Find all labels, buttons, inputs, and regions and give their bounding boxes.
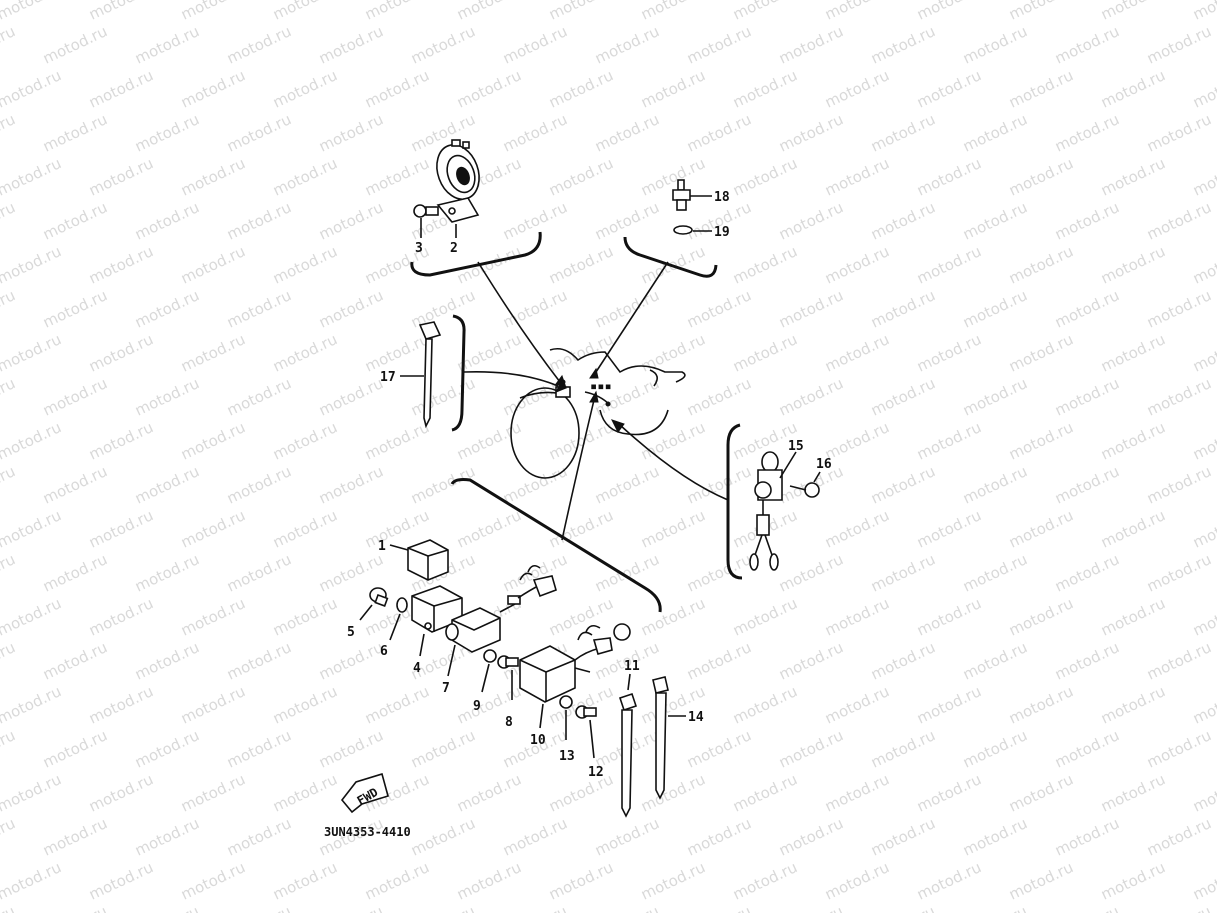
- part-label-4: 4: [413, 661, 421, 676]
- part-label-7: 7: [442, 681, 450, 696]
- fwd-arrow-icon: FWD: [340, 772, 389, 814]
- horn-group: 3 2: [410, 139, 567, 389]
- part-label-12: 12: [588, 765, 604, 780]
- cable-tie-icon: [418, 321, 442, 429]
- cdi-unit-icon: [519, 623, 631, 703]
- sensor-switch-group: 18 19: [589, 179, 730, 379]
- switch-bracket-frame: [623, 236, 718, 278]
- part-label-8: 8: [505, 715, 513, 730]
- part-label-5: 5: [347, 625, 355, 640]
- washer-icon: [559, 695, 573, 709]
- cable-tie-icon: [652, 676, 669, 800]
- part-label-16: 16: [816, 457, 832, 472]
- part-label-19: 19: [714, 225, 730, 240]
- motorcycle-outline: ▪▪▪: [510, 347, 686, 479]
- part-label-13: 13: [559, 749, 575, 764]
- part-label-6: 6: [380, 644, 388, 659]
- cable-tie-icon: [618, 692, 638, 818]
- relay-icon: [407, 539, 449, 581]
- part-label-11: 11: [624, 659, 640, 674]
- tie-bracket-frame: [451, 314, 466, 432]
- electrical-components-group: 1 4 5 6: [347, 390, 704, 818]
- bolt-icon: [575, 705, 597, 719]
- components-bracket-frame: [450, 478, 662, 613]
- washer-icon: [673, 225, 693, 235]
- part-label-14: 14: [688, 710, 704, 725]
- bolt-icon: [497, 655, 519, 669]
- svg-text:▪▪▪: ▪▪▪: [590, 379, 612, 393]
- part-label-17: 17: [380, 370, 396, 385]
- cable-tie-group-17: 17: [380, 314, 568, 432]
- bolt-icon: [413, 204, 439, 218]
- clutch-switch-icon: [749, 451, 783, 571]
- part-label-15: 15: [788, 439, 804, 454]
- screw-icon: [789, 482, 820, 498]
- diagram-code: 3UN4353-4410: [324, 825, 411, 839]
- part-label-18: 18: [714, 190, 730, 205]
- washer-icon: [396, 597, 408, 613]
- part-label-9: 9: [473, 699, 481, 714]
- regulator-icon: [445, 564, 557, 653]
- horn-bracket-part: [436, 197, 480, 223]
- clutch-switch-group: 15 16: [611, 419, 832, 580]
- washer-icon: [483, 649, 497, 663]
- bolt-icon: [369, 587, 389, 607]
- horn-bracket-frame: [410, 231, 542, 277]
- part-label-1: 1: [378, 539, 386, 554]
- part-label-10: 10: [530, 733, 546, 748]
- switch-icon: [672, 179, 691, 211]
- part-label-2: 2: [450, 241, 458, 256]
- clutch-bracket-frame: [726, 423, 743, 580]
- horn-icon: [436, 139, 480, 200]
- part-label-3: 3: [415, 241, 423, 256]
